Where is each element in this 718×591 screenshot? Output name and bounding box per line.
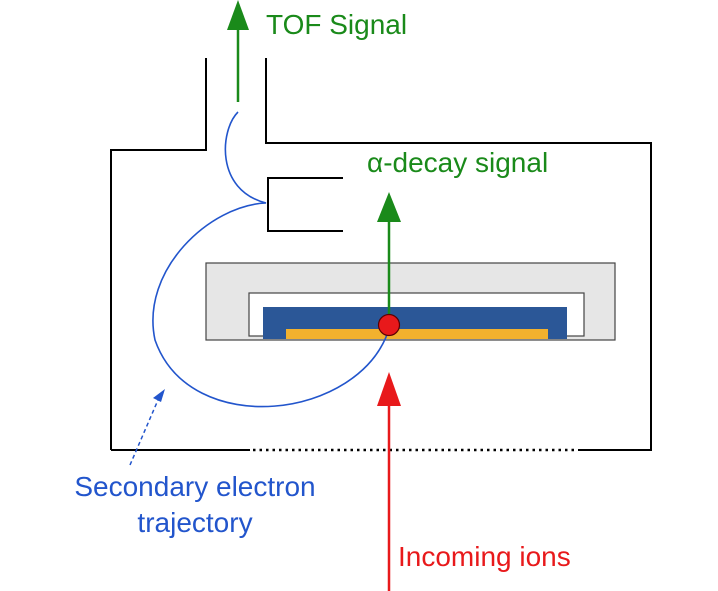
- tof-signal-label: TOF Signal: [266, 9, 407, 40]
- detector-assembly: [205, 262, 616, 341]
- secondary-electron-trajectory: [152, 111, 390, 408]
- tof-signal-arrow: [227, 0, 249, 102]
- incoming-ions-arrow: [377, 372, 401, 591]
- chamber-wall-left: [110, 58, 207, 450]
- incoming-ions-label: Incoming ions: [398, 541, 571, 572]
- alpha-decay-signal-label: α-decay signal: [367, 147, 548, 178]
- vacuum-chamber: [110, 58, 652, 452]
- ion-impact-dot: [377, 313, 401, 337]
- chamber-wall-right: [265, 58, 652, 451]
- tof-detector-bracket: [267, 177, 343, 232]
- implantation-foil: [286, 329, 548, 339]
- secondary-electron-label-line2: trajectory: [137, 507, 252, 538]
- trajectory-pointer-arrow: [129, 389, 165, 466]
- secondary-electron-label-line1: Secondary electron: [74, 471, 315, 502]
- alpha-decay-arrow: [377, 192, 401, 322]
